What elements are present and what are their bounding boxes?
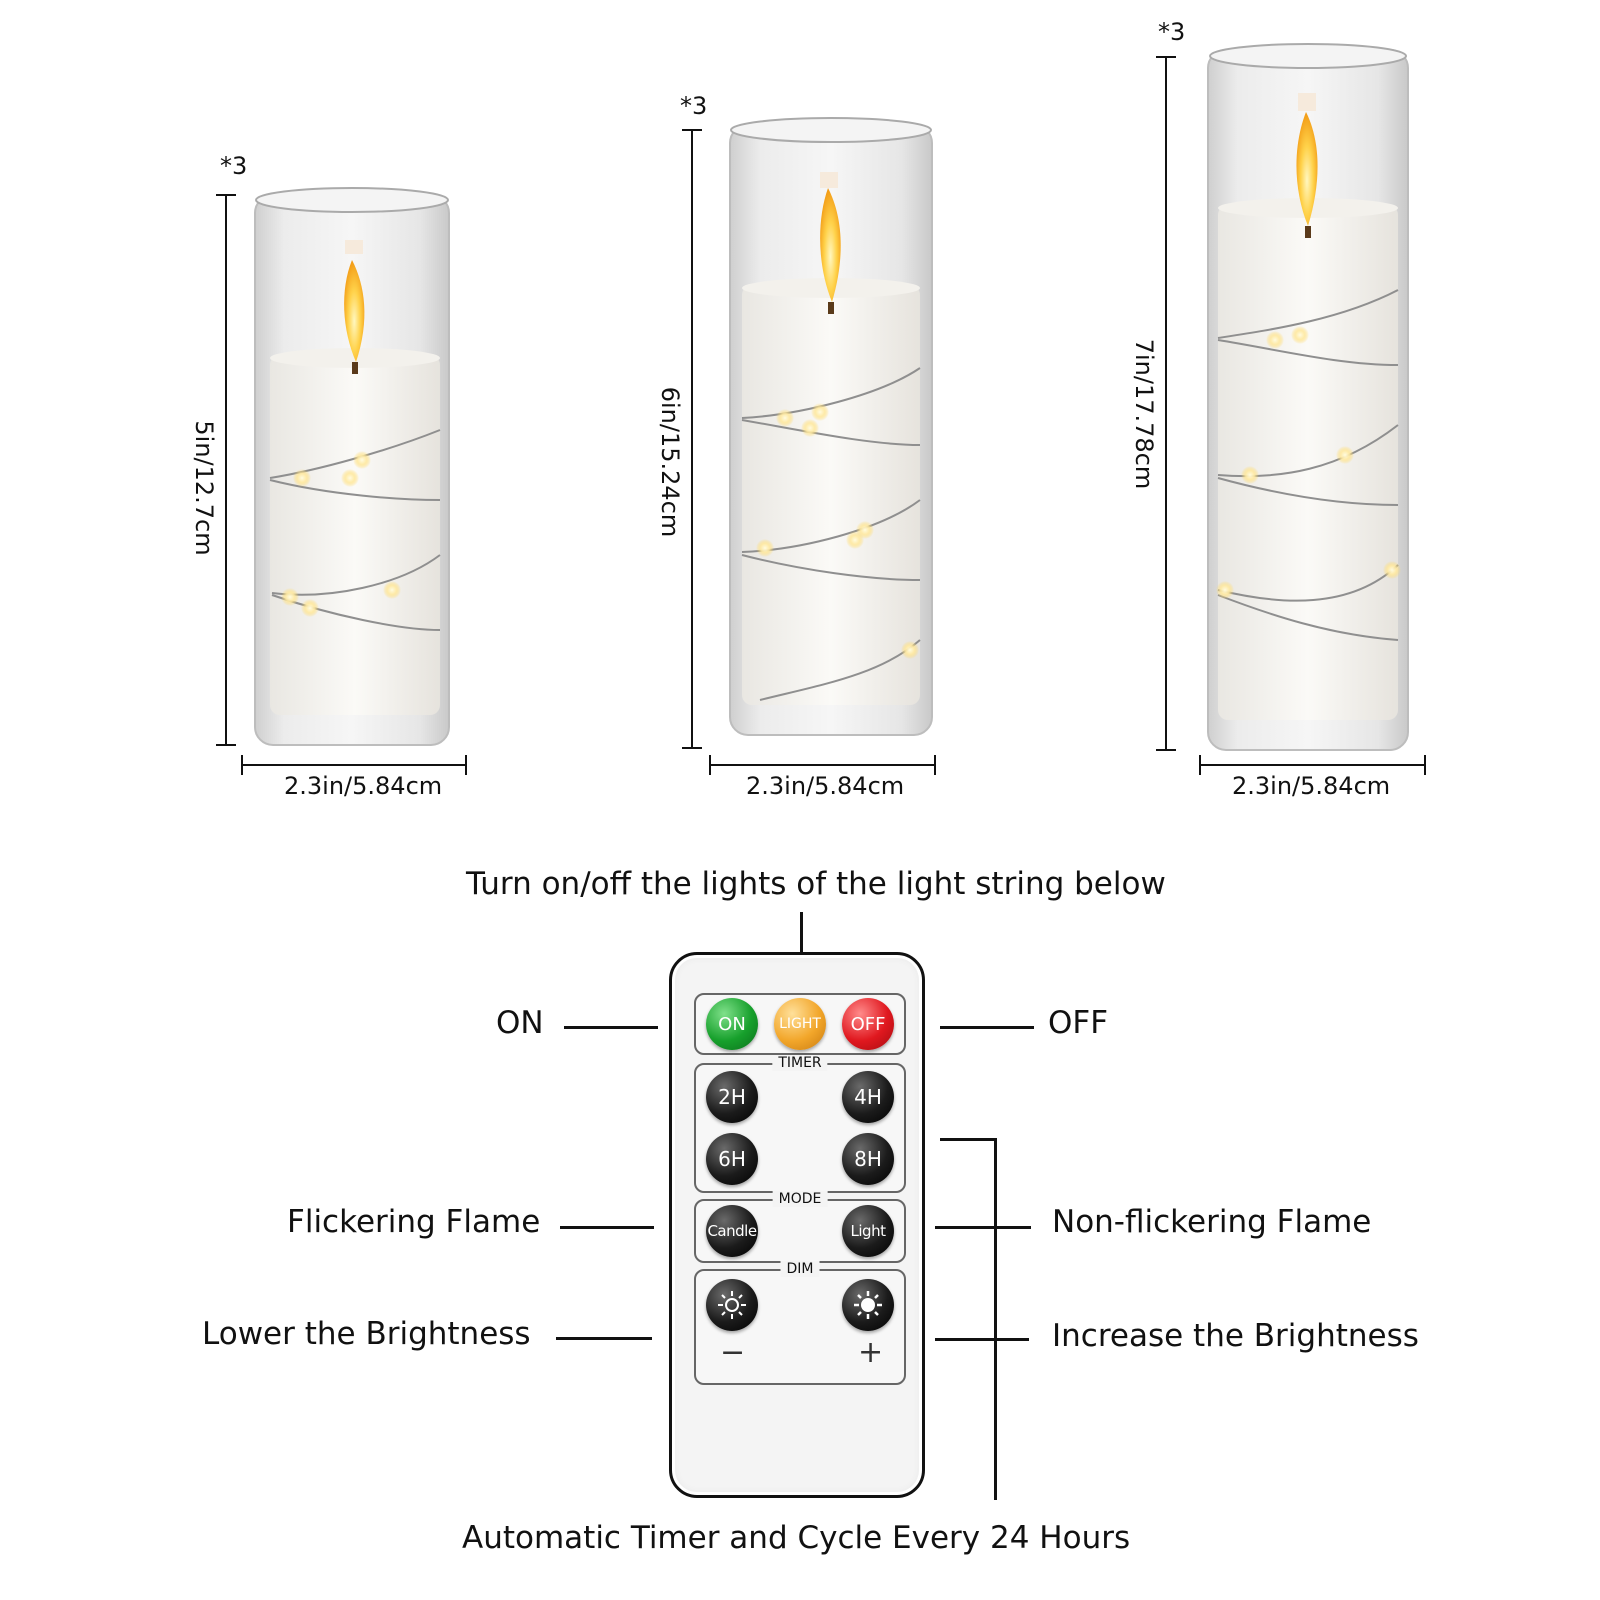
- callout-lower-line: [556, 1337, 652, 1340]
- candle-1-height: 5in/12.7cm: [190, 420, 218, 556]
- candle-1-width: 2.3in/5.84cm: [284, 772, 443, 800]
- off-button[interactable]: OFF: [842, 998, 894, 1050]
- candle-2-width: 2.3in/5.84cm: [746, 772, 905, 800]
- candle-3-width: 2.3in/5.84cm: [1232, 772, 1391, 800]
- callout-lower: Lower the Brightness: [202, 1316, 531, 1352]
- mode-title: MODE: [772, 1191, 828, 1207]
- callout-nonflicker-line: [935, 1226, 1031, 1229]
- dimension-lines: [216, 56, 1426, 775]
- timer-title: TIMER: [772, 1055, 828, 1071]
- dim-down-button[interactable]: [706, 1279, 758, 1331]
- sun-filled-icon: [854, 1291, 882, 1319]
- callout-timer-line-v: [994, 1138, 997, 1500]
- candle-2-height: 6in/15.24cm: [656, 386, 684, 538]
- candle-3-qty: *3: [1158, 18, 1186, 46]
- callout-on: ON: [496, 1005, 544, 1041]
- candle-large: [1207, 43, 1409, 751]
- callout-flicker: Flickering Flame: [287, 1204, 541, 1240]
- callout-nonflicker: Non-flickering Flame: [1052, 1204, 1372, 1240]
- remote-control: ON LIGHT OFF TIMER 2H 4H 6H 8H MODE Cand…: [669, 952, 925, 1498]
- candle-mode-button[interactable]: Candle: [706, 1205, 758, 1257]
- light-mode-button[interactable]: Light: [842, 1205, 894, 1257]
- timer-6h-button[interactable]: 6H: [706, 1133, 758, 1185]
- sun-outline-icon: [718, 1291, 746, 1319]
- dim-up-button[interactable]: [842, 1279, 894, 1331]
- callout-increase: Increase the Brightness: [1052, 1318, 1419, 1354]
- on-button[interactable]: ON: [706, 998, 758, 1050]
- dim-minus-sign: −: [720, 1335, 746, 1370]
- callout-top: Turn on/off the lights of the light stri…: [466, 866, 1166, 902]
- callout-timer-line-h: [940, 1138, 995, 1141]
- timer-4h-button[interactable]: 4H: [842, 1071, 894, 1123]
- candle-2-qty: *3: [680, 92, 708, 120]
- candle-1-qty: *3: [220, 152, 248, 180]
- timer-panel: TIMER 2H 4H 6H 8H: [694, 1055, 906, 1193]
- callout-timer: Automatic Timer and Cycle Every 24 Hours: [462, 1520, 1131, 1556]
- timer-2h-button[interactable]: 2H: [706, 1071, 758, 1123]
- callout-increase-line: [935, 1338, 1029, 1341]
- mode-panel: MODE Candle Light: [694, 1191, 906, 1263]
- timer-8h-button[interactable]: 8H: [842, 1133, 894, 1185]
- callout-flicker-line: [560, 1226, 654, 1229]
- dim-title: DIM: [780, 1261, 820, 1277]
- callout-off-line: [940, 1026, 1034, 1029]
- candle-3-height: 7in/17.78cm: [1130, 338, 1158, 490]
- dim-plus-sign: +: [858, 1335, 884, 1370]
- light-button[interactable]: LIGHT: [774, 998, 826, 1050]
- candle-small: [254, 187, 450, 746]
- callout-off: OFF: [1048, 1005, 1109, 1041]
- dim-panel: DIM −: [694, 1261, 906, 1385]
- power-panel: ON LIGHT OFF: [694, 993, 906, 1055]
- callout-on-line: [564, 1026, 658, 1029]
- callout-top-line: [800, 912, 803, 954]
- candle-medium: [729, 117, 933, 736]
- candle-illustrations: [216, 43, 1426, 775]
